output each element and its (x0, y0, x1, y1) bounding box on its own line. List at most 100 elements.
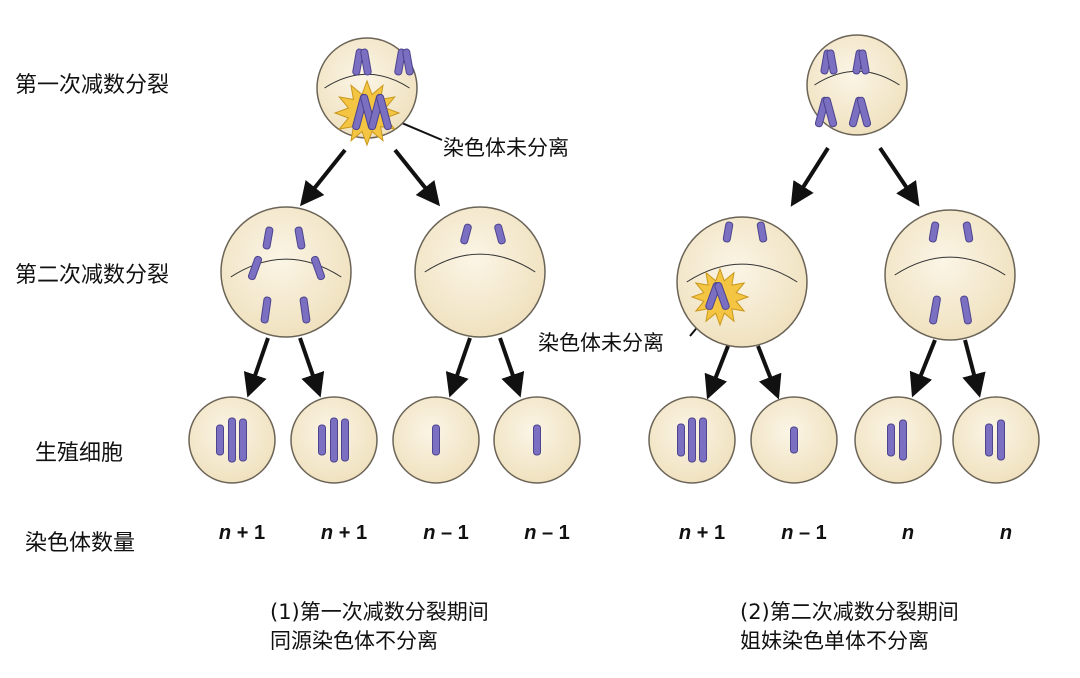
arrow (243, 337, 270, 398)
caption-left-line1: (1)第一次减数分裂期间 (270, 600, 489, 624)
chromosome-count-6: n – 1 (781, 522, 827, 545)
arrow (393, 148, 440, 207)
count-n: n (423, 522, 436, 544)
arrow (498, 337, 525, 398)
gamete-cell-7 (854, 396, 942, 484)
chromosome (330, 417, 338, 463)
caption-right-line1: (2)第二次减数分裂期间 (740, 600, 959, 624)
cell-meiosis1-right (806, 34, 908, 136)
arrow (909, 339, 937, 398)
row-label-meiosis2: 第二次减数分裂 (15, 263, 170, 288)
chromosome-count-4: n – 1 (524, 522, 570, 545)
chromosome (376, 93, 392, 131)
arrow (790, 146, 830, 207)
count-offset: – 1 (793, 522, 827, 544)
spindle-fiber (686, 263, 798, 283)
count-n: n (320, 522, 334, 544)
cell-meiosis2-2 (414, 206, 546, 338)
arrow (445, 337, 472, 398)
chromosome (985, 423, 993, 457)
cell-membrane (952, 396, 1040, 484)
chromosome (756, 221, 768, 243)
count-n: n (524, 522, 537, 544)
cell-membrane (854, 396, 942, 484)
chromosome (262, 226, 274, 250)
count-n: n (218, 522, 232, 544)
cell-membrane (884, 209, 1016, 341)
chromosome-count-3: n – 1 (423, 522, 469, 545)
chromosome (216, 424, 224, 456)
chromosome (402, 48, 414, 76)
nondisjunction-label-1: 染色体未分离 (443, 136, 569, 160)
cell-meiosis2-3 (676, 216, 808, 348)
chromosome (960, 295, 972, 325)
chromosome (677, 423, 685, 457)
chromosome (856, 96, 872, 128)
count-n: n (781, 522, 794, 544)
chromosome (533, 424, 541, 456)
cell-meiosis2-1 (220, 206, 352, 338)
arrow (704, 345, 730, 400)
chromosome (826, 49, 838, 75)
chromosome (299, 296, 311, 324)
chromosome (432, 424, 440, 456)
caption-left-line2: 同源染色体不分离 (270, 629, 438, 653)
chromosome (247, 255, 263, 281)
chromosome (899, 419, 907, 461)
nondisjunction-label-2: 染色体未分离 (538, 331, 664, 355)
chromosome-count-7: n (902, 522, 914, 545)
chromosome-count-1: n + 1 (219, 522, 265, 545)
chromosome-count-5: n + 1 (679, 522, 725, 545)
row-label-meiosis1: 第一次减数分裂 (15, 73, 170, 98)
count-offset: + 1 (231, 522, 266, 544)
arrow (962, 339, 986, 398)
chromosome (887, 423, 895, 457)
spindle-fiber (424, 253, 536, 273)
row-label-chromosome-count: 染色体数量 (25, 531, 136, 556)
chromosome (352, 48, 364, 76)
chromosome (360, 48, 372, 76)
gamete-cell-6 (750, 396, 838, 484)
chromosome (822, 96, 838, 128)
chromosome (294, 226, 306, 250)
count-offset: + 1 (691, 522, 726, 544)
chromosome (929, 295, 941, 325)
gamete-cell-4 (493, 396, 581, 484)
chromosome (688, 417, 696, 463)
chromosome (494, 223, 506, 245)
cell-membrane (220, 206, 352, 338)
cell-membrane (414, 206, 546, 338)
gamete-cell-3 (392, 396, 480, 484)
cell-membrane (676, 216, 808, 348)
chromosome (239, 418, 247, 462)
chromosome-count-2: n + 1 (321, 522, 367, 545)
chromosome (962, 221, 974, 243)
count-n: n (678, 522, 692, 544)
chromosome (394, 48, 406, 76)
gamete-cell-1 (188, 396, 276, 484)
chromosome (460, 223, 472, 245)
chromosome (260, 296, 272, 324)
gamete-cell-5 (648, 396, 736, 484)
caption-right-line2: 姐妹染色单体不分离 (740, 629, 929, 653)
spindle-fiber (894, 256, 1006, 276)
chromosome (997, 419, 1005, 461)
chromosome (722, 221, 734, 243)
row-label-gametes: 生殖细胞 (35, 441, 124, 466)
chromosome (790, 426, 798, 454)
arrow (878, 146, 920, 207)
count-offset: – 1 (435, 522, 469, 544)
count-n: n (901, 522, 915, 544)
chromosome-count-8: n (1000, 522, 1012, 545)
count-offset: + 1 (333, 522, 368, 544)
chromosome (699, 417, 707, 463)
caption-right: (2)第二次减数分裂期间 姐妹染色单体不分离 (740, 598, 959, 656)
chromosome (928, 221, 940, 243)
chromosome (858, 49, 870, 75)
chromosome (310, 255, 326, 281)
gamete-cell-2 (290, 396, 378, 484)
chromosome (341, 418, 349, 462)
gamete-cell-8 (952, 396, 1040, 484)
spindle-fiber (230, 258, 342, 278)
